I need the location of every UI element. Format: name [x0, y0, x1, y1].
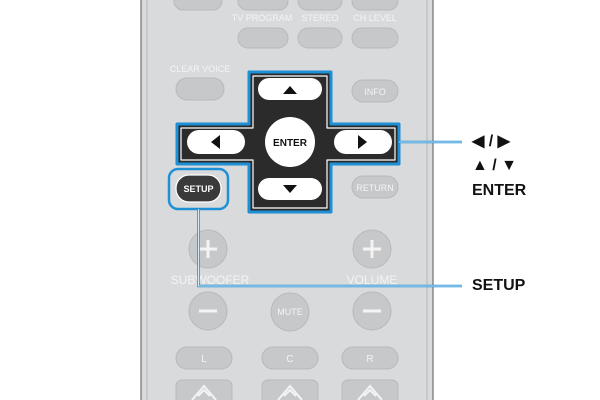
- l-label: L: [201, 354, 207, 365]
- plus-icon: [363, 240, 381, 258]
- speaker-icon: [191, 384, 217, 400]
- info-button[interactable]: [351, 79, 399, 103]
- up-down-callout: ▲ / ▼: [472, 157, 518, 174]
- return-button[interactable]: [351, 175, 399, 199]
- mute-label: MUTE: [277, 307, 303, 317]
- right-arrow-icon: [358, 135, 367, 149]
- stereo-label: STEREO: [301, 13, 338, 23]
- ch-level-button[interactable]: [351, 0, 399, 11]
- plus-icon: [199, 240, 217, 258]
- up-arrow-icon: [283, 86, 297, 94]
- r-label: R: [366, 354, 373, 365]
- stereo-lower-button[interactable]: [297, 27, 343, 49]
- clear-voice-button[interactable]: [175, 77, 225, 101]
- speaker-icon: [277, 384, 303, 400]
- tv-program-label: TV PROGRAM: [232, 13, 293, 23]
- ch-level-label: CH LEVEL: [353, 13, 397, 23]
- left-right-callout: ◀ / ▶: [472, 133, 510, 150]
- setup-button[interactable]: [175, 174, 222, 203]
- enter-label: ENTER: [273, 138, 308, 149]
- left-arrow-icon: [211, 135, 220, 149]
- c-button[interactable]: [261, 346, 319, 370]
- setup-callout: SETUP: [472, 277, 526, 294]
- l-button[interactable]: [175, 346, 233, 370]
- enter-button[interactable]: [265, 117, 315, 167]
- tv-program-button[interactable]: [237, 0, 289, 11]
- subwoofer-label: SUBWOOFER: [171, 273, 250, 287]
- mute-button[interactable]: [270, 292, 310, 332]
- c-label: C: [286, 354, 293, 365]
- stereo-button[interactable]: [297, 0, 343, 11]
- speaker-icon: [357, 384, 383, 400]
- clear-voice-label: CLEAR VOICE: [170, 64, 231, 74]
- ch-level-lower-button[interactable]: [351, 27, 399, 49]
- enter-callout: ENTER: [472, 182, 527, 199]
- down-arrow-icon: [283, 185, 297, 193]
- return-label: RETURN: [356, 183, 394, 193]
- setup-label: SETUP: [183, 184, 213, 194]
- tv-program-lower-button[interactable]: [237, 27, 289, 49]
- top-left-button[interactable]: [173, 0, 223, 11]
- info-label: INFO: [364, 87, 386, 97]
- volume-label: VOLUME: [347, 273, 398, 287]
- r-button[interactable]: [341, 346, 399, 370]
